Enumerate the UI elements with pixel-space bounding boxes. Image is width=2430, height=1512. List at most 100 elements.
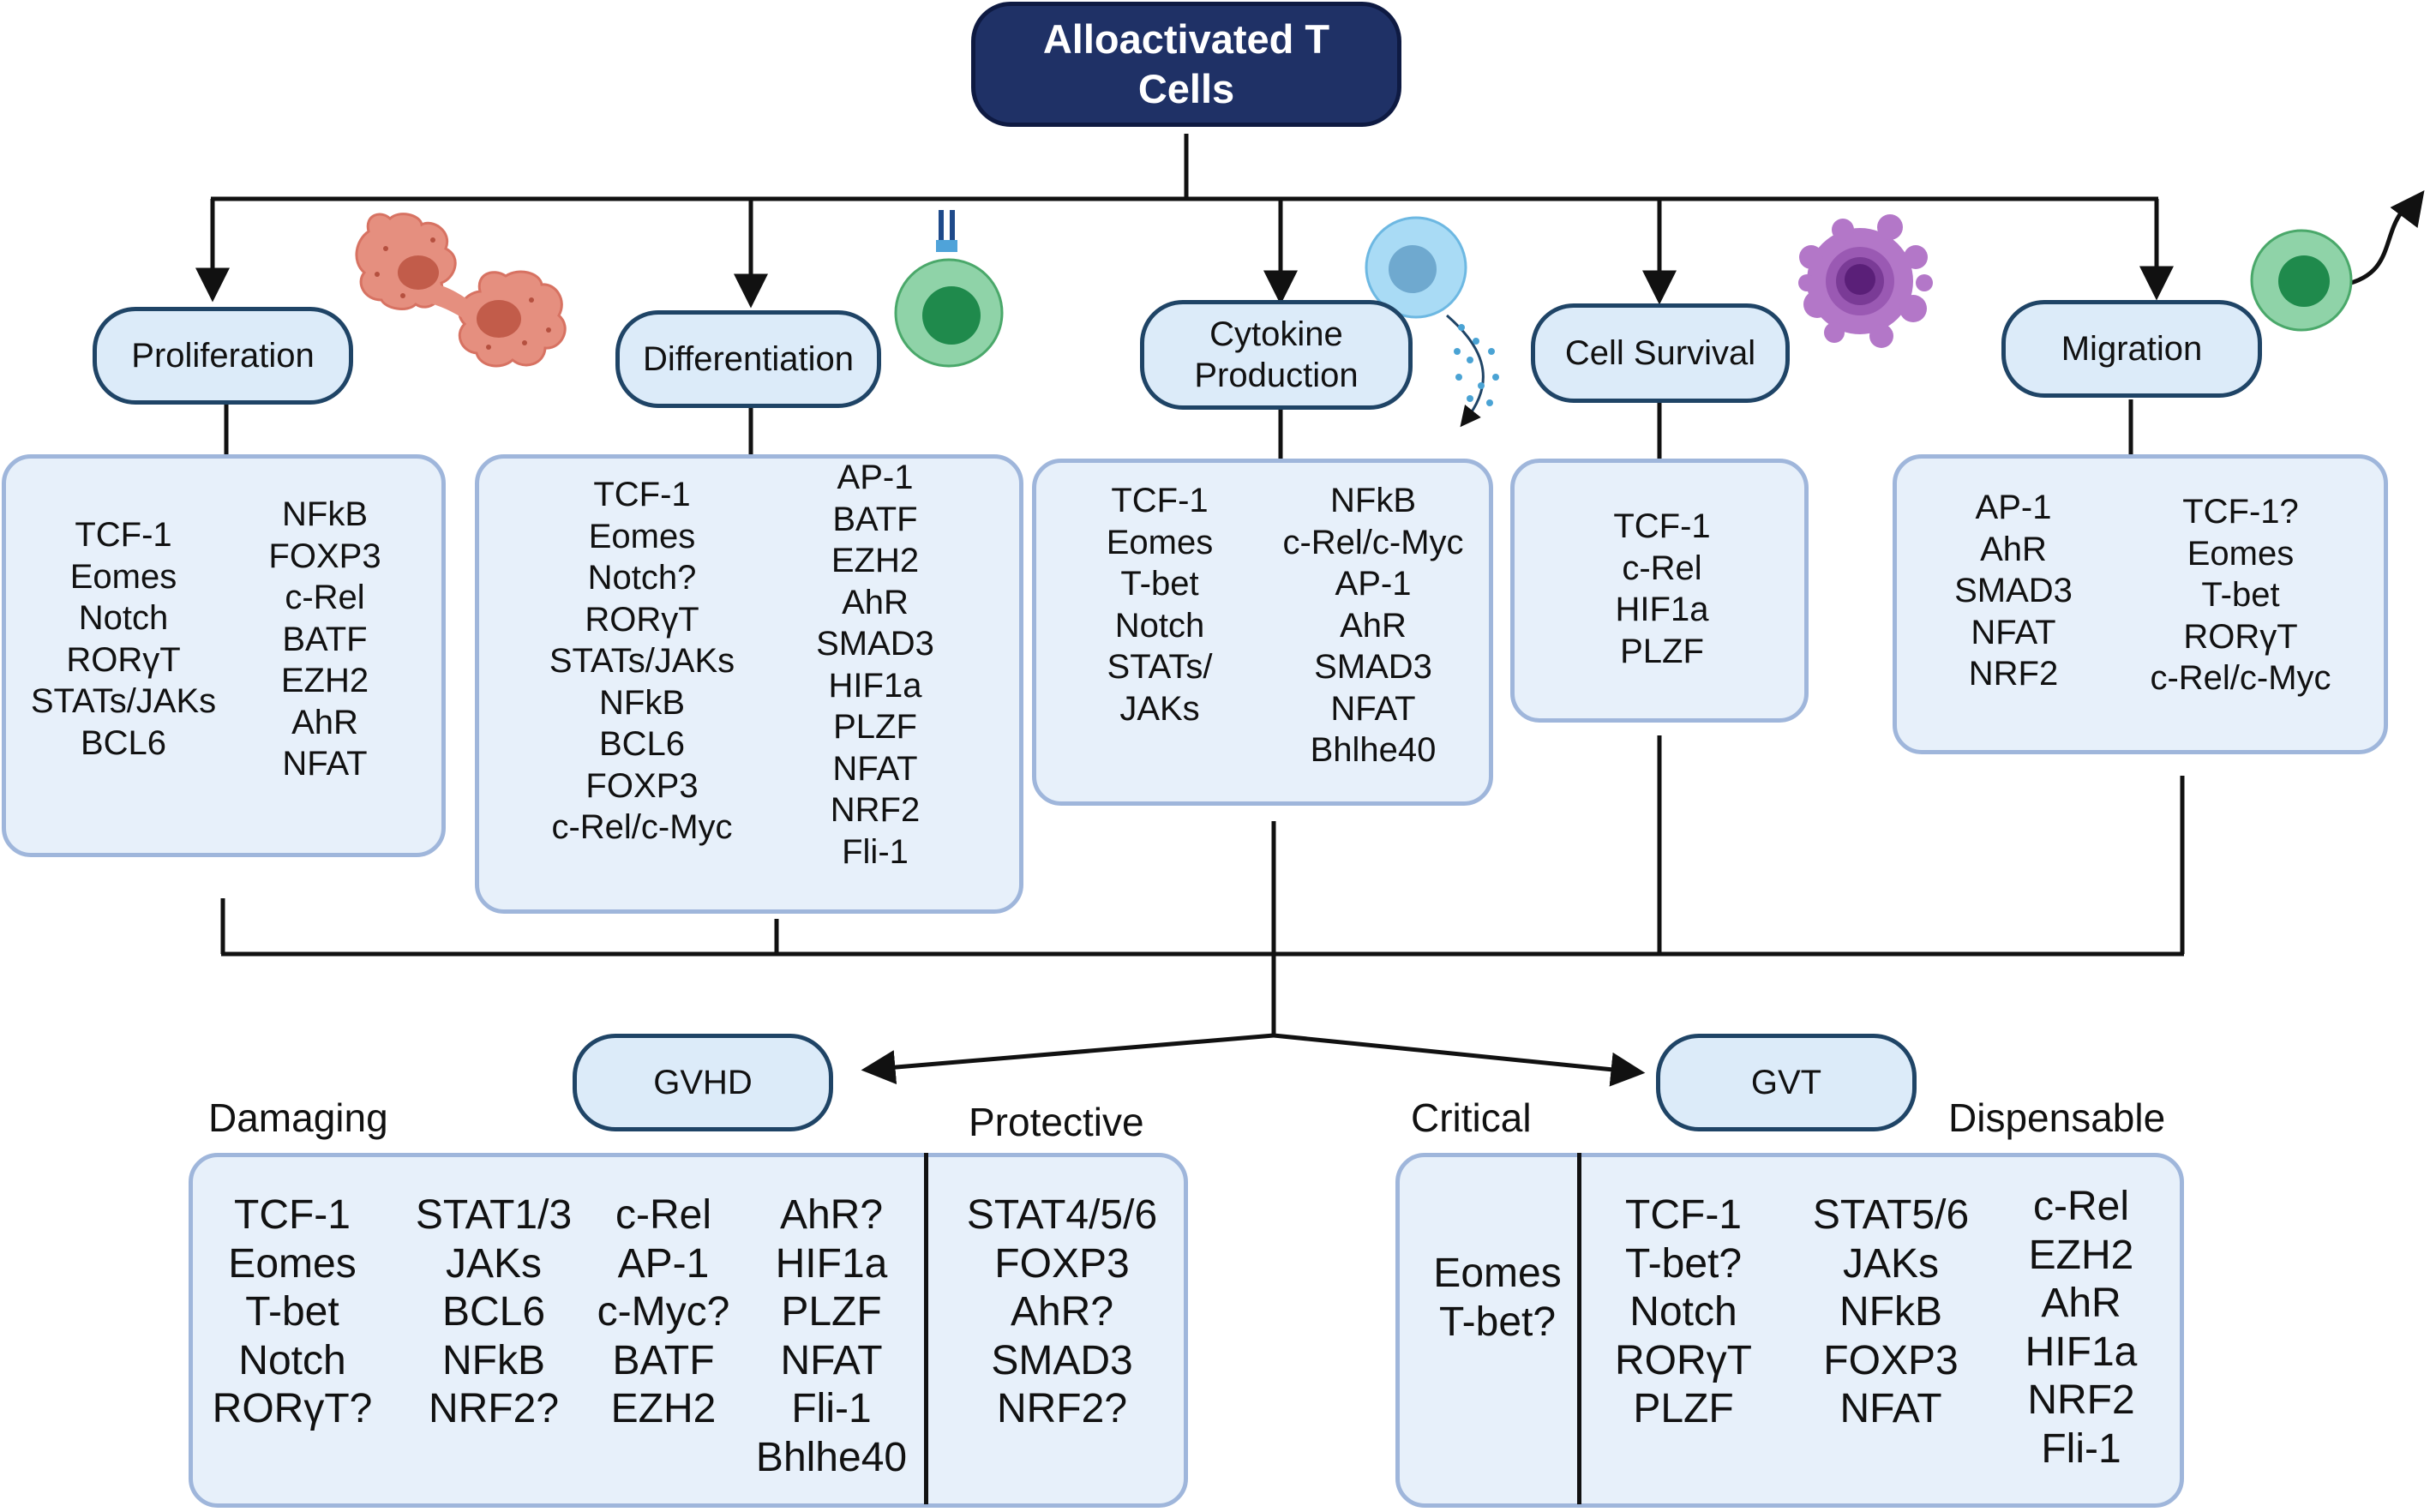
dividing-cell-icon bbox=[355, 213, 567, 368]
factor: Eomes bbox=[1106, 523, 1214, 561]
factor: c-Rel bbox=[285, 579, 365, 616]
factor: c-Rel bbox=[615, 1192, 712, 1238]
factor: NRF2 bbox=[830, 791, 921, 829]
factor: NFAT bbox=[1971, 613, 2056, 651]
factor: c-Rel/c-Myc bbox=[1282, 523, 1464, 561]
factor: FOXP3 bbox=[585, 766, 699, 805]
factor-column-a: AP-1 AhR SMAD3 NFAT NRF2 bbox=[1954, 487, 2073, 695]
factor: AP-1 bbox=[1975, 489, 2052, 526]
factor: EZH2 bbox=[2028, 1232, 2134, 1278]
factor: BATF bbox=[282, 620, 368, 658]
factor: NRF2 bbox=[1968, 655, 2059, 693]
factor: BCL6 bbox=[441, 1289, 546, 1335]
factor: TCF-1 bbox=[75, 516, 172, 554]
factor-column-a: TCF-1 c-Rel HIF1a PLZF bbox=[1613, 506, 1710, 672]
factor: SMAD3 bbox=[991, 1337, 1133, 1383]
factor-column-b: TCF-1? Eomes T-bet RORγT c-Rel/c-Myc bbox=[2150, 491, 2331, 699]
category-label: Proliferation bbox=[131, 337, 315, 375]
factor: NFkB bbox=[442, 1337, 545, 1383]
differentiation-factors-panel: TCF-1 Eomes Notch? RORγT STATs/JAKs NFkB… bbox=[475, 454, 1023, 914]
factor: FOXP3 bbox=[1823, 1337, 1959, 1383]
factor: Fli-1 bbox=[2041, 1425, 2121, 1472]
factor: Eomes bbox=[588, 517, 696, 555]
factor: AhR bbox=[1980, 530, 2047, 568]
factor: SMAD3 bbox=[1314, 648, 1432, 686]
category-cell-survival: Cell Survival bbox=[1531, 303, 1790, 403]
factor: AP-1 bbox=[1335, 565, 1412, 603]
factor: RORγT? bbox=[212, 1386, 373, 1431]
factor: AhR bbox=[2041, 1281, 2121, 1326]
factor: SMAD3 bbox=[1954, 572, 2073, 609]
proliferation-factors-panel: TCF-1 Eomes Notch RORγT STATs/JAKs BCL6 … bbox=[2, 454, 446, 857]
factor: AP-1 bbox=[837, 459, 914, 496]
factor: EZH2 bbox=[610, 1386, 717, 1431]
cytokine-secreting-cell-icon bbox=[1365, 216, 1499, 428]
factor: PLZF bbox=[1633, 1386, 1734, 1431]
factor: EZH2 bbox=[280, 662, 369, 699]
factor: TCF-1 bbox=[593, 476, 691, 513]
factor: NFAT bbox=[282, 745, 368, 783]
category-proliferation: Proliferation bbox=[93, 307, 353, 405]
root-node: Alloactivated T Cells bbox=[971, 2, 1401, 127]
factor: AP-1 bbox=[617, 1240, 710, 1287]
factor: Notch? bbox=[587, 559, 697, 597]
factor: T-bet bbox=[245, 1289, 339, 1335]
factor: NFkB bbox=[282, 495, 368, 533]
category-migration: Migration bbox=[2001, 300, 2262, 398]
factor: NRF2? bbox=[996, 1386, 1128, 1431]
cytokine-factors-panel: TCF-1 Eomes T-bet Notch STATs/ JAKs NFkB… bbox=[1032, 459, 1493, 806]
factor: BATF bbox=[832, 500, 918, 538]
dispensable-column-1: TCF-1 T-bet? Notch RORγT PLZF bbox=[1615, 1191, 1752, 1434]
factor: PLZF bbox=[833, 708, 917, 746]
factor: c-Rel/c-Myc bbox=[551, 808, 733, 846]
factor: PLZF bbox=[781, 1289, 882, 1335]
factor: STATs/ bbox=[1107, 648, 1213, 686]
factor: Bhlhe40 bbox=[755, 1434, 908, 1480]
factor: NFkB bbox=[1839, 1289, 1942, 1335]
factor: Eomes bbox=[1433, 1251, 1562, 1296]
factor: SMAD3 bbox=[816, 625, 934, 663]
factor: c-Rel bbox=[2032, 1184, 2129, 1229]
factor: STATs/JAKs bbox=[30, 682, 217, 720]
factor: STATs/JAKs bbox=[549, 642, 735, 680]
factor: Bhlhe40 bbox=[1310, 731, 1437, 769]
factor: AhR bbox=[1340, 606, 1407, 645]
factor: RORγT bbox=[66, 640, 181, 679]
gvhd-label: GVHD bbox=[653, 1064, 753, 1101]
factor-column-a: TCF-1 Eomes Notch? RORγT STATs/JAKs NFkB… bbox=[549, 474, 735, 849]
category-label-line1: Cytokine bbox=[1209, 315, 1343, 353]
factor: JAKs bbox=[1119, 689, 1200, 728]
critical-column: Eomes T-bet? bbox=[1433, 1250, 1561, 1347]
factor: NFkB bbox=[598, 683, 685, 722]
factor: HIF1a bbox=[828, 666, 922, 705]
factor: TCF-1? bbox=[2182, 493, 2299, 531]
factor: NFAT bbox=[1330, 689, 1416, 728]
factor: Fli-1 bbox=[791, 1386, 872, 1431]
factor: NRF2? bbox=[428, 1386, 560, 1431]
category-differentiation: Differentiation bbox=[615, 310, 881, 408]
factor: TCF-1 bbox=[1613, 507, 1711, 545]
factor: Fli-1 bbox=[842, 832, 909, 871]
factor: EZH2 bbox=[831, 542, 920, 579]
factor: Notch bbox=[1114, 606, 1205, 645]
gvhd-node: GVHD bbox=[573, 1034, 833, 1131]
factor: Eomes bbox=[228, 1240, 357, 1287]
factor-column-b: NFkB c-Rel/c-Myc AP-1 AhR SMAD3 NFAT Bhl… bbox=[1282, 480, 1463, 771]
gvhd-divider bbox=[924, 1153, 928, 1504]
factor: BCL6 bbox=[80, 723, 167, 762]
factor-column-a: TCF-1 Eomes T-bet Notch STATs/ JAKs bbox=[1107, 480, 1214, 729]
category-cytokine-production: Cytokine Production bbox=[1140, 300, 1413, 410]
factor: STAT5/6 bbox=[1812, 1192, 1970, 1238]
factor: AhR bbox=[291, 703, 358, 741]
damaging-column-4: AhR? HIF1a PLZF NFAT Fli-1 Bhlhe40 bbox=[756, 1191, 907, 1482]
receptor-t-cell-icon bbox=[894, 210, 1004, 368]
category-label-line2: Production bbox=[1194, 357, 1359, 394]
factor: BCL6 bbox=[598, 725, 686, 763]
factor-column-b: AP-1 BATF EZH2 AhR SMAD3 HIF1a PLZF NFAT… bbox=[816, 457, 934, 873]
critical-label: Critical bbox=[1411, 1095, 1532, 1140]
factor: FOXP3 bbox=[994, 1240, 1130, 1287]
protective-column: STAT4/5/6 FOXP3 AhR? SMAD3 NRF2? bbox=[967, 1191, 1157, 1434]
factor: HIF1a bbox=[2025, 1329, 2138, 1375]
factor: c-Myc? bbox=[597, 1289, 730, 1335]
